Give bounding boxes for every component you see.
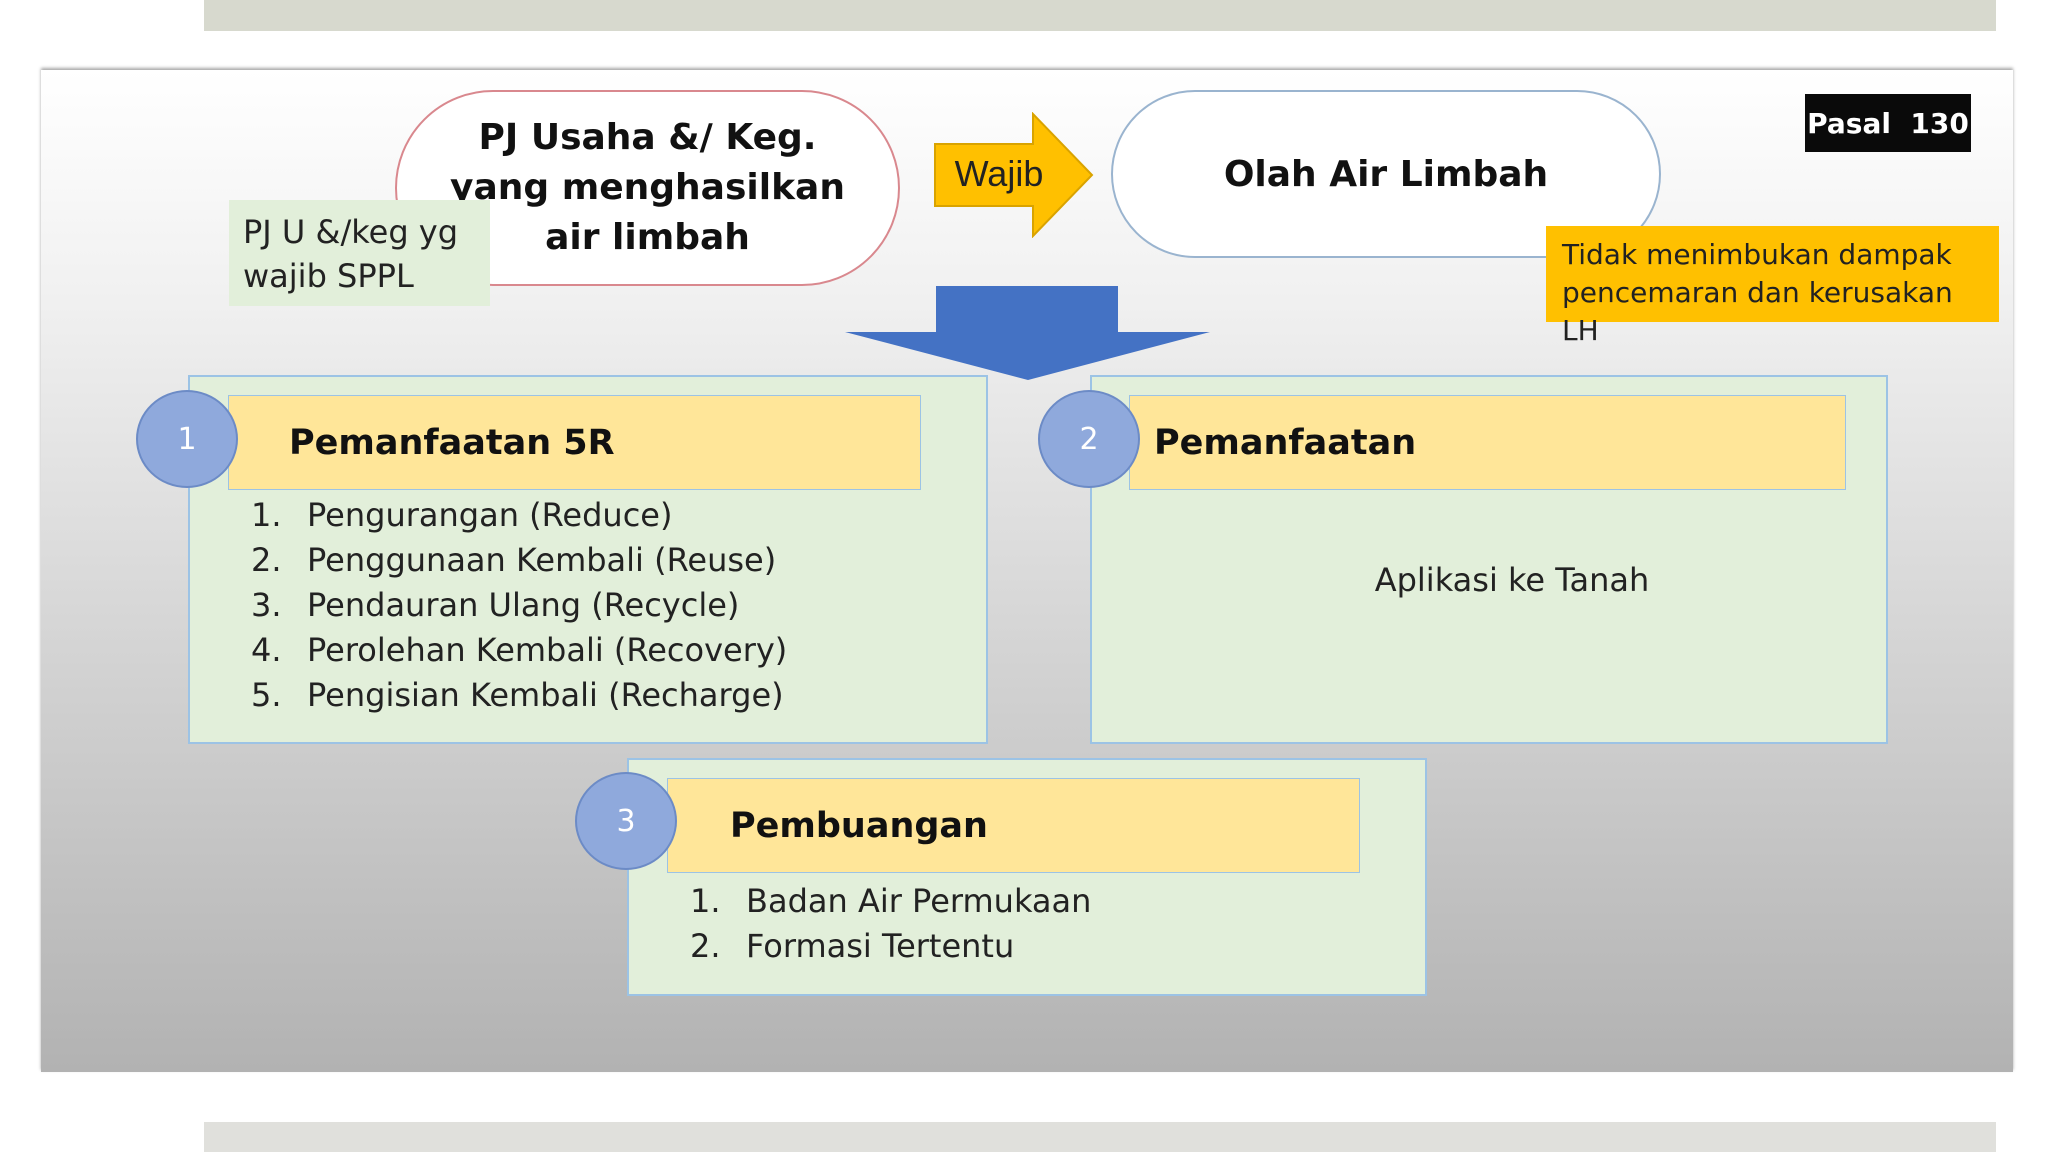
step-1-number: 1 xyxy=(177,421,197,457)
list-item-number: 3. xyxy=(251,585,282,624)
list-item-number: 1. xyxy=(251,495,282,534)
list-item-text: Pendauran Ulang (Recycle) xyxy=(307,585,740,624)
wajib-arrow: Wajib xyxy=(934,112,1094,238)
list-item-number: 5. xyxy=(251,675,282,714)
step-3-number: 3 xyxy=(616,803,636,839)
panel-2-header: Pemanfaatan xyxy=(1129,395,1846,490)
top-decorative-bar xyxy=(204,0,1996,31)
pasal-label: Pasal 130 xyxy=(1807,106,1969,140)
list-item: 5. Pengisian Kembali (Recharge) xyxy=(251,672,787,717)
list-item-number: 2. xyxy=(690,926,721,965)
panel-2-body: Aplikasi ke Tanah xyxy=(1374,561,1650,599)
treat-wastewater-text: Olah Air Limbah xyxy=(1223,153,1549,195)
list-item-text: Perolehan Kembali (Recovery) xyxy=(307,630,788,669)
panel-2-title: Pemanfaatan xyxy=(1154,422,1417,463)
list-item-text: Penggunaan Kembali (Reuse) xyxy=(307,540,777,579)
pasal-badge: Pasal 130 xyxy=(1805,94,1971,152)
right-arrow-icon xyxy=(934,112,1094,238)
panel-3-title: Pembuangan xyxy=(730,805,988,846)
step-3-circle: 3 xyxy=(575,772,677,870)
responsible-party-oval: PJ Usaha &/ Keg. yang menghasilkan air l… xyxy=(395,90,900,286)
list-item-text: Pengisian Kembali (Recharge) xyxy=(307,675,784,714)
responsible-party-text: PJ Usaha &/ Keg. yang menghasilkan air l… xyxy=(450,117,845,258)
step-1-circle: 1 xyxy=(136,390,238,488)
list-item: 1. Badan Air Permukaan xyxy=(690,878,1091,923)
panel-3-header: Pembuangan xyxy=(667,778,1360,873)
step-2-circle: 2 xyxy=(1038,390,1140,488)
list-item: 3. Pendauran Ulang (Recycle) xyxy=(251,582,787,627)
panel-1-list: 1. Pengurangan (Reduce) 2. Penggunaan Kemb… xyxy=(251,492,787,717)
list-item-number: 2. xyxy=(251,540,282,579)
list-item: 2. Penggunaan Kembali (Reuse) xyxy=(251,537,787,582)
bottom-decorative-bar xyxy=(204,1122,1996,1152)
list-item-text: Formasi Tertentu xyxy=(746,926,1015,965)
list-item: 1. Pengurangan (Reduce) xyxy=(251,492,787,537)
step-2-number: 2 xyxy=(1079,421,1099,457)
sppl-note: PJ U &/keg yg wajib SPPL xyxy=(229,200,490,306)
panel-1-title: Pemanfaatan 5R xyxy=(289,422,615,463)
list-item-text: Badan Air Permukaan xyxy=(746,881,1092,920)
list-item-text: Pengurangan (Reduce) xyxy=(307,495,673,534)
panel-3-list: 1. Badan Air Permukaan 2. Formasi Tertentu xyxy=(690,878,1091,968)
list-item-number: 1. xyxy=(690,881,721,920)
list-item: 4. Perolehan Kembali (Recovery) xyxy=(251,627,787,672)
list-item: 2. Formasi Tertentu xyxy=(690,923,1091,968)
no-pollution-note: Tidak menimbukan dampak pencemaran dan k… xyxy=(1546,226,1999,347)
wajib-label: Wajib xyxy=(955,153,1044,194)
list-item-number: 4. xyxy=(251,630,282,669)
panel-1-header: Pemanfaatan 5R xyxy=(228,395,921,490)
down-arrow-icon xyxy=(845,286,1210,380)
